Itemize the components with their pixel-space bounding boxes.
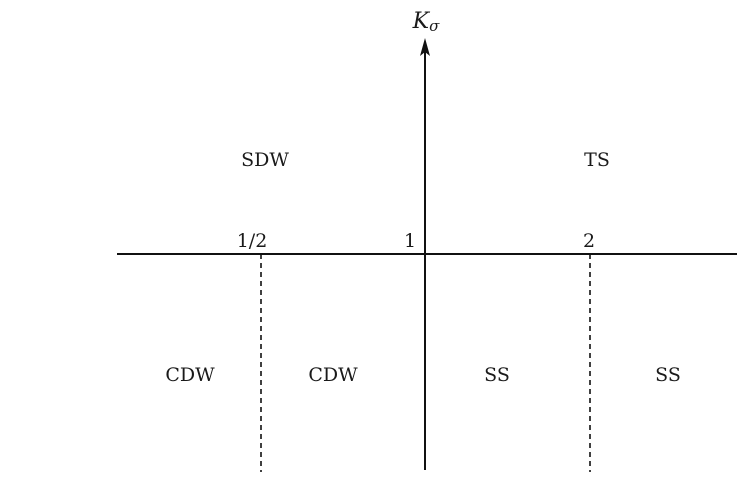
k-sigma-axis-arrow <box>420 38 430 56</box>
region-cdw-right: CDW <box>308 364 358 386</box>
region-ts: TS <box>584 149 610 171</box>
region-ss-right: SS <box>655 364 681 386</box>
tick-label-two: 2 <box>582 230 596 252</box>
region-ss-left: SS <box>484 364 510 386</box>
axis-label-sub: σ <box>429 17 440 35</box>
k-sigma-label: Kσ <box>413 9 440 35</box>
axis-label-main: K <box>412 9 430 34</box>
tick-label-one: 1 <box>403 230 417 252</box>
region-sdw: SDW <box>241 149 289 171</box>
tick-label-half: 1/2 <box>236 230 268 252</box>
region-cdw-left: CDW <box>165 364 215 386</box>
